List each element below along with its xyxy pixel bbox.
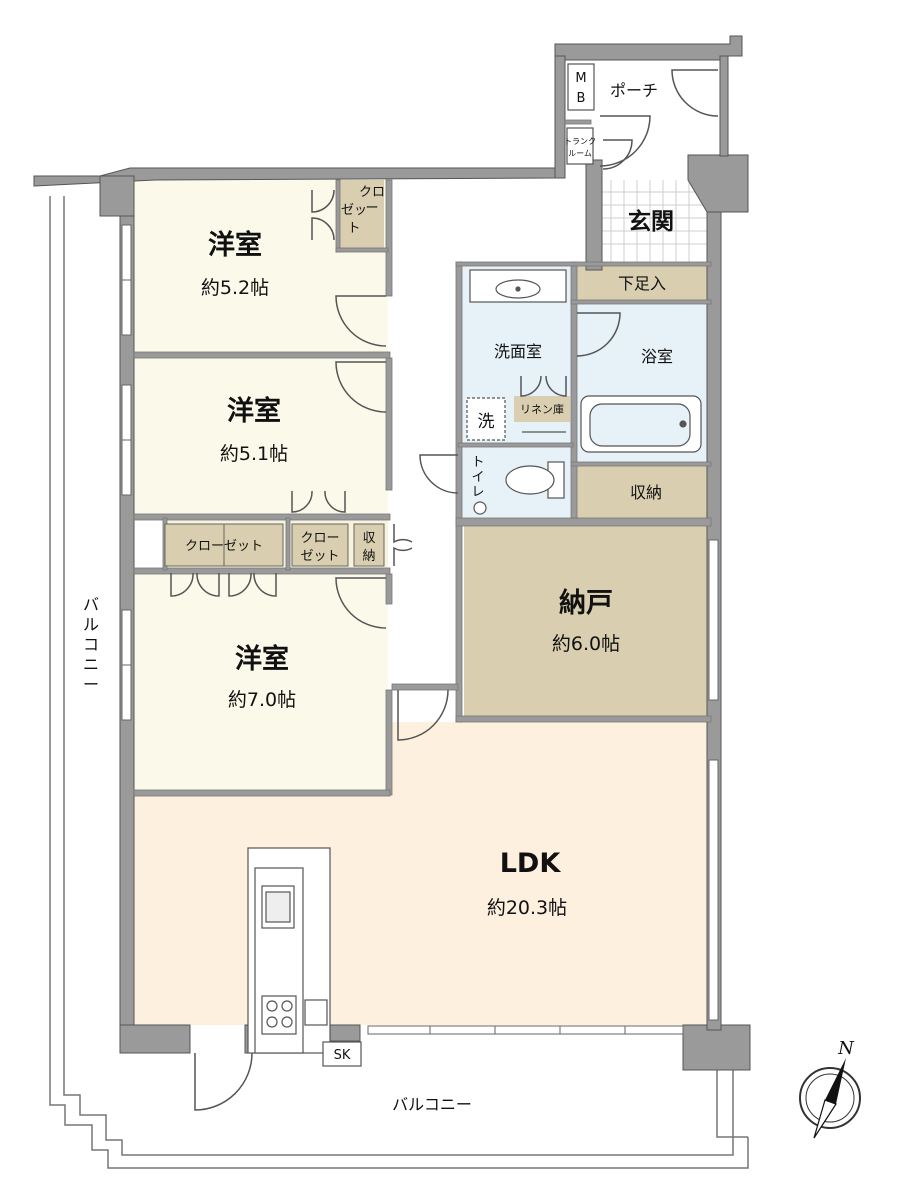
labels: 洋室 約5.2帖 洋室 約5.1帖 洋室 約7.0帖 LDK 約20.3帖 納戸… [83, 71, 855, 1114]
western-room-3-floor [133, 572, 388, 790]
closet-top-label-1: クロ [359, 185, 385, 200]
trunk-room-label-2: ルーム [568, 149, 592, 158]
western-room-3-area: 約7.0帖 [228, 689, 296, 711]
storeroom-name: 納戸 [559, 587, 613, 619]
closet-top-floor [340, 180, 384, 248]
linen-label: リネン庫 [520, 402, 564, 416]
western-room-3-name: 洋室 [235, 643, 289, 675]
trunk-room-label-1: トランク [564, 137, 596, 146]
balcony-left-label-4: ニ [83, 655, 99, 674]
toilet-label-1: ト [471, 455, 484, 470]
ldk-name: LDK [500, 848, 562, 879]
storeroom-area: 約6.0帖 [552, 633, 620, 655]
storage-floor [577, 466, 707, 518]
closet-top-label-2: ー [365, 201, 378, 216]
trunk-box [566, 127, 594, 165]
washer-label: 洗 [478, 412, 495, 432]
bath-label: 浴室 [641, 347, 673, 366]
storage-label: 収納 [630, 483, 662, 502]
north-compass [799, 1058, 861, 1139]
balcony-left-label-2: ル [83, 615, 99, 634]
western-room-2-floor [133, 358, 388, 516]
stove [261, 995, 297, 1035]
doors [170, 69, 719, 1111]
closet-top-label-3: ゼッ [341, 203, 367, 218]
closet-mid-label-1: クロー [300, 531, 339, 546]
toilet-label-3: レ [471, 485, 484, 500]
windows [121, 224, 719, 1035]
western-room-2-area: 約5.1帖 [220, 443, 288, 465]
washer-space [466, 397, 506, 441]
closet-row-label: クローゼット [185, 539, 263, 554]
balcony-outline [49, 196, 749, 1169]
western-room-2-name: 洋室 [227, 395, 281, 427]
western-room-1-area: 約5.2帖 [201, 277, 269, 299]
toilet-bowl [505, 465, 555, 495]
storage-v-label-1: 収 [362, 531, 375, 546]
closet-mid-label-2: ゼット [300, 549, 339, 564]
north-label: N [837, 1038, 855, 1059]
linen-floor [514, 396, 570, 422]
sk-label: SK [334, 1048, 351, 1063]
floor-fills [133, 180, 707, 1025]
porch-label: ポーチ [610, 81, 658, 100]
entrance-label: 玄関 [628, 208, 674, 235]
balcony-left-label-1: バ [83, 595, 99, 614]
closet-top-label-4: ト [347, 221, 360, 236]
shoe-box-label: 下足入 [618, 274, 666, 293]
interior-walls [133, 119, 712, 797]
storage-v-label-2: 納 [362, 549, 375, 564]
balcony-left-label-3: コ [83, 635, 99, 654]
mb-box [567, 63, 595, 111]
entrance-tiles [598, 180, 707, 262]
balcony-left-label-5: ー [83, 675, 99, 694]
mb-label-b: B [577, 91, 586, 106]
storeroom-floor [464, 526, 707, 718]
closet-boxes [164, 523, 385, 567]
sk-box [322, 1041, 362, 1067]
western-room-1-name: 洋室 [208, 229, 262, 261]
mb-label-m: M [575, 71, 586, 86]
fixtures [247, 63, 702, 1067]
washroom-label: 洗面室 [494, 342, 542, 361]
ldk-area: 約20.3帖 [487, 897, 567, 919]
toilet-label-2: イ [471, 470, 484, 485]
balcony-bottom-label: バルコニー [392, 1095, 472, 1114]
shoe-box-floor [577, 265, 707, 301]
